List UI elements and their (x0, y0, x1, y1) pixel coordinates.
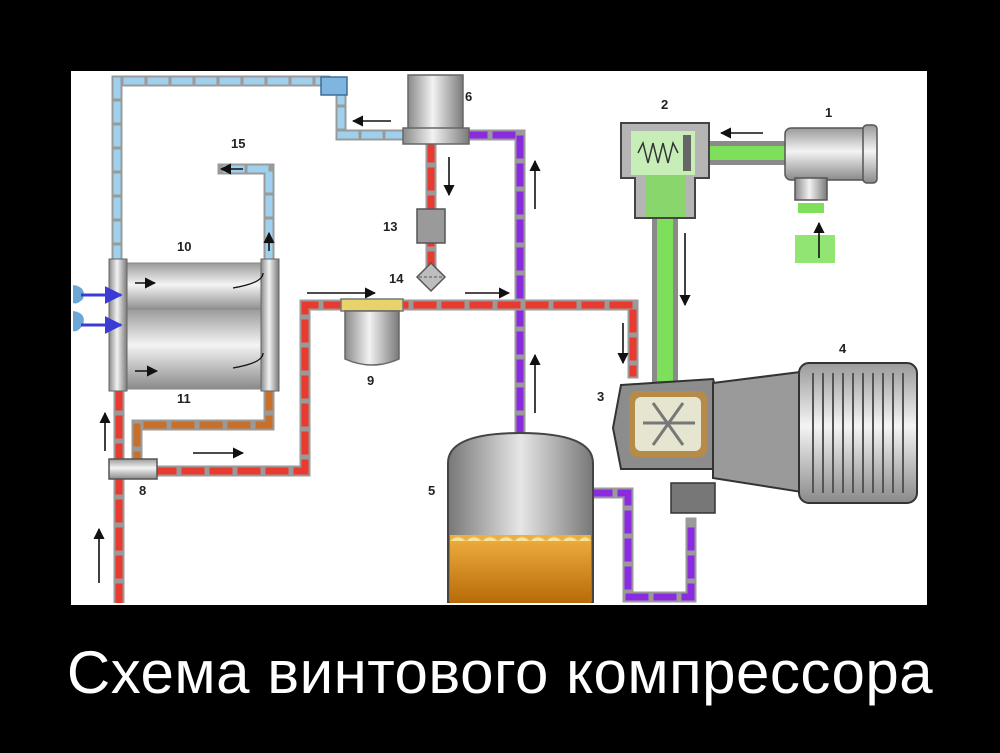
label-8: 8 (139, 483, 146, 498)
label-15: 15 (231, 136, 245, 151)
diagram-panel: 1 2 3 4 5 6 8 9 10 11 13 14 15 (71, 71, 927, 605)
label-10: 10 (177, 239, 191, 254)
label-11: 11 (177, 391, 191, 406)
air-check-valve (320, 76, 348, 96)
label-3: 3 (597, 389, 604, 404)
electric-motor (712, 362, 918, 504)
receiver-tank (447, 431, 594, 603)
oil-filter-element (416, 208, 446, 244)
label-2: 2 (661, 97, 668, 112)
oil-filter (340, 298, 404, 366)
compressor-diagram: 1 2 3 4 5 6 8 9 10 11 13 14 15 (73, 74, 918, 603)
pipes (111, 75, 790, 603)
screw-block (611, 377, 725, 514)
label-1: 1 (825, 105, 832, 120)
intake-valve (620, 122, 710, 219)
flow-arrows (81, 115, 825, 583)
label-4: 4 (839, 341, 847, 356)
cooler (108, 258, 280, 392)
label-5: 5 (428, 483, 435, 498)
component-labels: 1 2 3 4 5 6 8 9 10 11 13 14 15 (139, 89, 847, 498)
air-filter (784, 124, 878, 263)
oil-separator-head (402, 74, 470, 145)
thermostatic-valve (108, 458, 158, 480)
caption-title: Схема винтового компрессора (66, 639, 934, 706)
oil-stop-valve (415, 261, 447, 293)
label-14: 14 (389, 271, 404, 286)
label-9: 9 (367, 373, 374, 388)
label-6: 6 (465, 89, 472, 104)
label-13: 13 (383, 219, 397, 234)
